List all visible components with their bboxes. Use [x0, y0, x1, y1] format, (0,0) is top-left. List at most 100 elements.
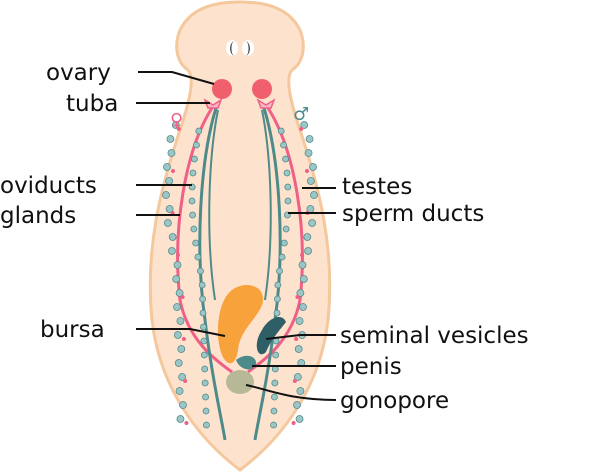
- right-testis: [282, 225, 290, 233]
- right-testis: [284, 183, 292, 191]
- left-gland: [179, 401, 187, 409]
- tuba-left: [203, 98, 223, 109]
- left-testis: [193, 141, 200, 149]
- left-testis: [201, 365, 209, 373]
- right-testis: [280, 239, 288, 247]
- left-gland-dot: [170, 169, 175, 173]
- right-gland: [295, 317, 304, 325]
- right-gland-dot: [291, 421, 296, 425]
- left-testis: [201, 379, 209, 387]
- right-testis: [270, 407, 278, 415]
- left-gland: [176, 317, 185, 325]
- right-gland: [293, 401, 301, 409]
- left-gland: [176, 415, 185, 423]
- left-testis: [202, 407, 210, 415]
- seminal-vesicles: [256, 316, 286, 355]
- left-testis: [188, 197, 196, 205]
- right-testis: [271, 379, 279, 387]
- left-testis: [192, 239, 200, 247]
- left-gland-dot: [181, 337, 186, 341]
- duct-system: [162, 107, 318, 441]
- right-gland: [296, 387, 305, 395]
- right-gland-dot: [292, 379, 297, 383]
- tuba-right: [256, 98, 276, 109]
- right-gland: [299, 275, 308, 283]
- left-testis: [200, 351, 208, 359]
- label-oviducts: oviducts: [0, 173, 97, 199]
- left-gland: [163, 163, 171, 171]
- right-testis: [273, 309, 281, 317]
- left-gland: [178, 373, 187, 381]
- left-gland: [168, 233, 177, 241]
- right-gland: [310, 191, 318, 199]
- left-testis: [199, 309, 207, 317]
- left-gland: [173, 261, 182, 269]
- label-bursa: bursa: [40, 317, 105, 343]
- left-gland: [173, 331, 182, 339]
- label-seminal-vesicles: seminal vesicles: [340, 323, 529, 349]
- right-testis: [273, 295, 281, 303]
- right-gland: [295, 415, 304, 423]
- left-gland: [175, 289, 184, 297]
- left-gland: [174, 359, 183, 367]
- right-testis: [283, 169, 291, 177]
- bursa: [217, 285, 263, 364]
- right-gland: [293, 373, 302, 381]
- label-sperm-ducts: sperm ducts: [342, 201, 484, 227]
- ovary-left: [212, 79, 232, 99]
- left-gland-dot: [180, 295, 185, 299]
- right-gland: [298, 261, 307, 269]
- right-testis: [284, 197, 292, 205]
- left-gland: [168, 247, 176, 255]
- right-gland: [308, 219, 317, 227]
- left-testis: [200, 323, 207, 331]
- pointer-lines: [136, 71, 337, 401]
- right-inner-duct: [261, 109, 272, 301]
- left-testis: [195, 127, 203, 135]
- left-inner-duct: [208, 109, 219, 301]
- gonopore: [226, 370, 254, 394]
- eyes: [226, 40, 254, 56]
- female-symbol: ♀: [170, 110, 183, 131]
- penis: [236, 355, 257, 370]
- left-testis: [199, 295, 207, 303]
- right-gland-dot: [305, 169, 310, 173]
- planarian-body: [148, 0, 332, 472]
- right-testis: [276, 267, 283, 275]
- left-gland: [163, 219, 172, 227]
- right-gland: [304, 247, 312, 255]
- left-gland-dot: [175, 253, 180, 257]
- right-testis: [270, 421, 277, 429]
- left-gland: [165, 177, 174, 185]
- label-glands: glands: [0, 203, 76, 229]
- label-testes: testes: [342, 174, 412, 200]
- right-gland: [304, 149, 313, 157]
- left-testis: [203, 421, 210, 429]
- male-symbol: ♂: [293, 104, 309, 125]
- left-testis: [190, 225, 198, 233]
- right-gland: [309, 163, 317, 171]
- right-gland: [294, 345, 303, 353]
- right-testis: [272, 351, 280, 359]
- right-gland: [296, 289, 305, 297]
- right-testis: [274, 281, 282, 289]
- left-testis: [202, 393, 209, 401]
- right-gland-dot: [299, 127, 304, 131]
- right-testis: [271, 393, 278, 401]
- left-testis: [198, 281, 206, 289]
- left-gland: [171, 121, 180, 129]
- right-gland-dot: [294, 337, 299, 341]
- label-tuba: tuba: [66, 91, 118, 117]
- left-gland-dot: [176, 127, 181, 131]
- right-gland-dot: [300, 253, 305, 257]
- left-gland-dot: [183, 379, 188, 383]
- ovary-right: [252, 79, 272, 99]
- right-gland: [300, 121, 309, 129]
- right-gland-dot: [295, 295, 300, 299]
- left-gland: [175, 387, 184, 395]
- left-testis: [197, 267, 204, 275]
- label-penis: penis: [340, 354, 402, 380]
- left-gland: [166, 135, 175, 143]
